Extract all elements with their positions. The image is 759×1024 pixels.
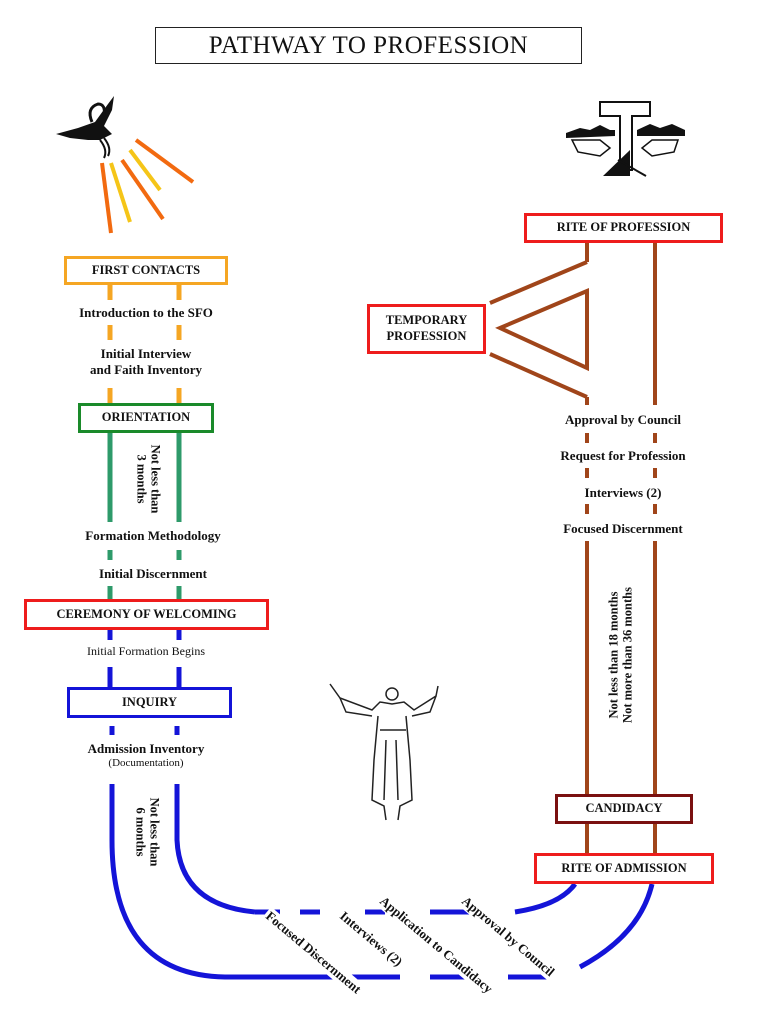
stage-label: ORIENTATION bbox=[101, 410, 191, 425]
stage-label: CEREMONY OF WELCOMING bbox=[56, 606, 237, 621]
stage-rite-of-admission: RITE OF ADMISSION bbox=[534, 853, 714, 884]
stage-label: INQUIRY bbox=[121, 694, 178, 709]
duration-line: Not more than 36 months bbox=[621, 587, 635, 723]
duration-line: Not less than bbox=[147, 797, 162, 867]
duration-line: 3 months bbox=[134, 454, 148, 504]
stage-inquiry: INQUIRY bbox=[67, 687, 232, 718]
stage-rite-of-profession: RITE OF PROFESSION bbox=[524, 213, 723, 243]
stage-orientation: ORIENTATION bbox=[78, 403, 214, 433]
holy-spirit-dove-icon bbox=[56, 96, 195, 234]
right-connectors bbox=[489, 242, 657, 855]
stage-label-line: TEMPORARY bbox=[385, 313, 468, 328]
step-line: Initial Interview bbox=[100, 346, 192, 361]
step-initial-formation: Initial Formation Begins bbox=[60, 644, 232, 659]
step-admission-inventory: Admission Inventory (Documentation) bbox=[60, 741, 232, 771]
stage-label-line: PROFESSION bbox=[386, 329, 467, 343]
duration-line: Not less than bbox=[148, 444, 163, 514]
orientation-connectors bbox=[107, 432, 182, 600]
stage-candidacy: CANDIDACY bbox=[555, 794, 693, 824]
candidacy-duration-label: Not less than 18 months Not more than 36… bbox=[598, 570, 644, 740]
stage-temporary-profession: TEMPORARY PROFESSION bbox=[367, 304, 486, 354]
stage-ceremony-of-welcoming: CEREMONY OF WELCOMING bbox=[24, 599, 269, 630]
duration-line: 6 months bbox=[133, 807, 147, 857]
stage-label: RITE OF PROFESSION bbox=[556, 220, 691, 235]
inquiry-duration-label: Not less than 6 months bbox=[120, 792, 174, 872]
step-formation-methodology: Formation Methodology bbox=[60, 528, 246, 545]
st-francis-figure-icon bbox=[329, 683, 439, 821]
step-focused-discernment: Focused Discernment bbox=[540, 521, 706, 538]
franciscan-tau-cross-icon bbox=[566, 101, 685, 177]
step-line: Admission Inventory bbox=[87, 741, 205, 756]
stage-first-contacts: FIRST CONTACTS bbox=[64, 256, 228, 285]
duration-line: Not less than 18 months bbox=[606, 591, 621, 719]
stage-label: CANDIDACY bbox=[585, 801, 663, 816]
inquiry-connectors bbox=[107, 629, 182, 735]
page-title: PATHWAY TO PROFESSION bbox=[155, 27, 582, 64]
step-request-profession: Request for Profession bbox=[530, 448, 716, 465]
orientation-duration-label: Not less than 3 months bbox=[120, 442, 176, 516]
first-contacts-connectors bbox=[107, 284, 182, 403]
step-initial-discernment: Initial Discernment bbox=[60, 566, 246, 583]
step-introduction-sfo: Introduction to the SFO bbox=[60, 305, 232, 322]
step-line: (Documentation) bbox=[108, 757, 184, 770]
step-approval-council: Approval by Council bbox=[540, 412, 706, 429]
step-interviews: Interviews (2) bbox=[540, 485, 706, 502]
stage-label: FIRST CONTACTS bbox=[91, 262, 201, 277]
step-line: and Faith Inventory bbox=[90, 362, 202, 378]
stage-label: RITE OF ADMISSION bbox=[561, 860, 687, 875]
step-initial-interview: Initial Interview and Faith Inventory bbox=[60, 346, 232, 379]
